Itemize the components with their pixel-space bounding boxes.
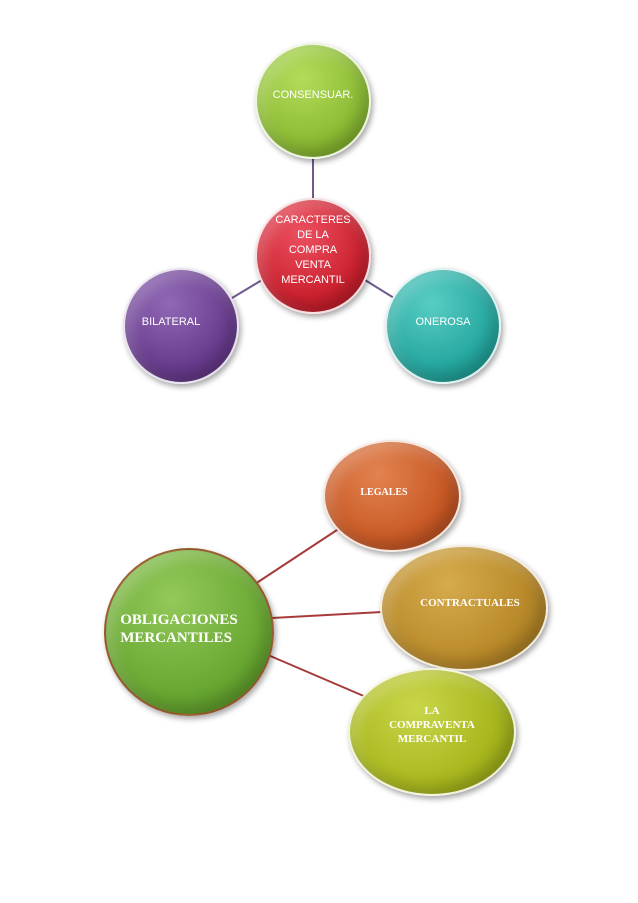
connector-center-left	[231, 279, 263, 299]
node-obligaciones-center: OBLIGACIONES MERCANTILES	[104, 548, 274, 716]
node-obligaciones-label: OBLIGACIONES MERCANTILES	[120, 612, 238, 646]
connector-obligaciones-contractuales	[271, 611, 384, 619]
node-onerosa: ONEROSA	[385, 268, 501, 384]
node-consensuar-label: CONSENSUAR.	[272, 88, 354, 101]
node-bilateral-label: BILATERAL	[141, 315, 201, 328]
node-caracteres-center: CARACTERES DE LA COMPRA VENTA MERCANTIL	[255, 198, 371, 314]
node-contractuales-label: CONTRACTUALES	[420, 597, 520, 609]
node-caracteres-label: CARACTERES DE LA COMPRA VENTA MERCANTIL	[275, 213, 351, 286]
node-onerosa-label: ONEROSA	[415, 315, 471, 328]
node-legales-label: LEGALES	[360, 486, 408, 498]
node-contractuales: CONTRACTUALES	[380, 545, 548, 671]
node-compraventa: LA COMPRAVENTA MERCANTIL	[348, 668, 516, 796]
node-compraventa-label: LA COMPRAVENTA MERCANTIL	[389, 705, 475, 745]
node-legales: LEGALES	[323, 440, 461, 552]
connector-obligaciones-compraventa	[267, 654, 367, 698]
node-consensuar: CONSENSUAR.	[255, 43, 371, 159]
node-bilateral: BILATERAL	[123, 268, 239, 384]
connector-obligaciones-legales	[254, 527, 341, 585]
connector-center-right	[364, 279, 395, 299]
